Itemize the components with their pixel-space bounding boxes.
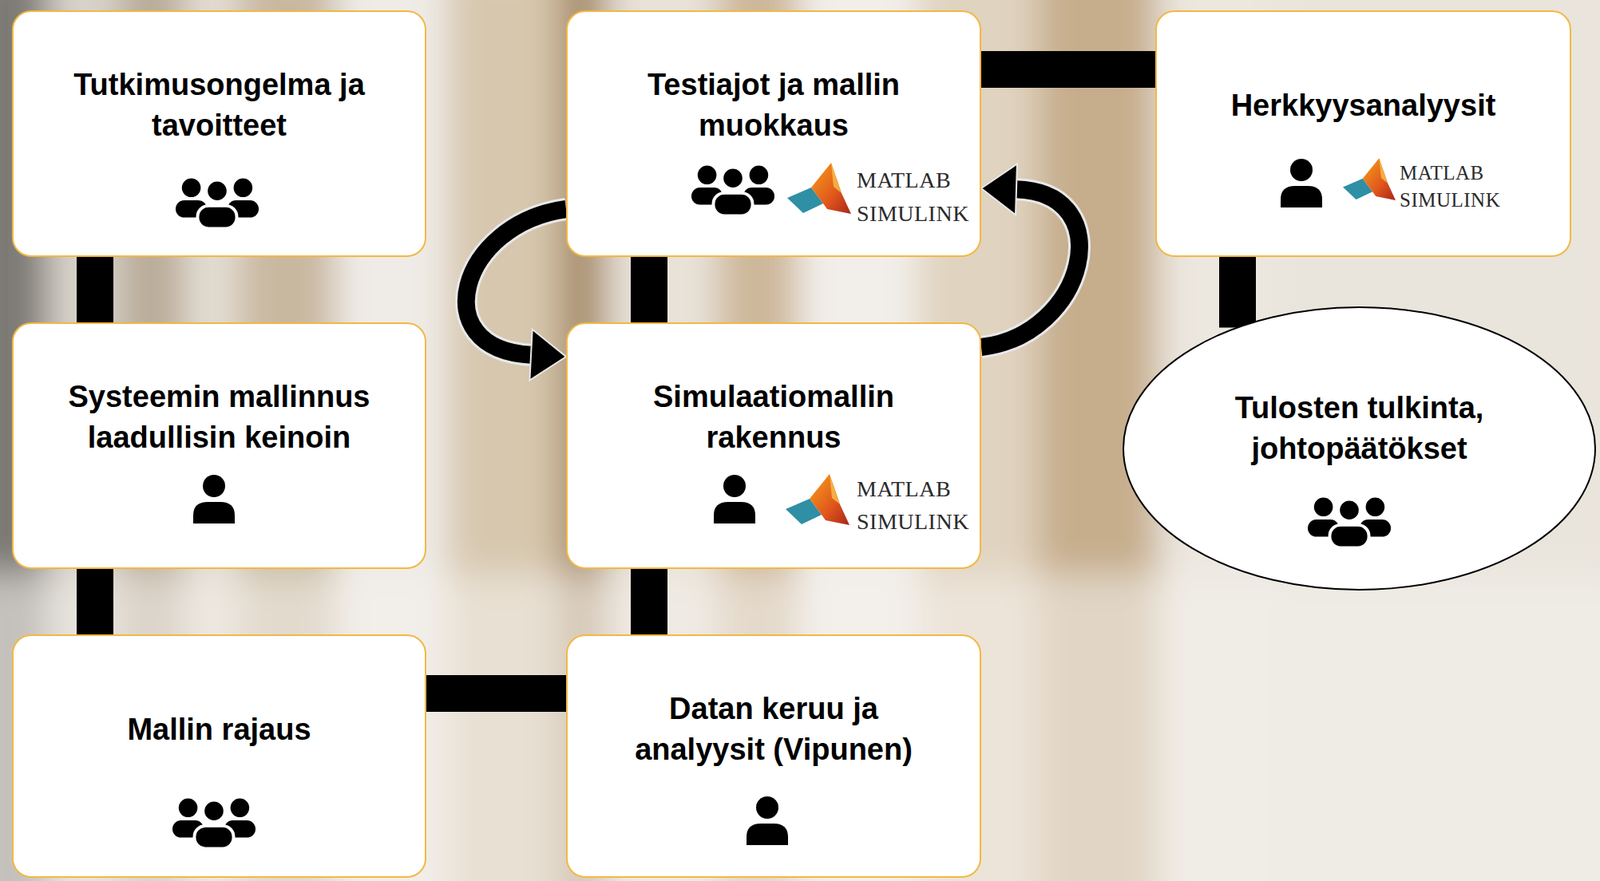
person-icon xyxy=(746,796,789,846)
process-box: Systeemin mallinnus laadullisin keinoin xyxy=(11,322,427,570)
logo-wordmark: MATLAB xyxy=(1399,161,1485,186)
connector-bar xyxy=(95,257,96,323)
connector-line xyxy=(426,675,567,713)
arrow-outline xyxy=(981,189,1080,348)
person-icon xyxy=(1280,158,1323,208)
floor-glow xyxy=(0,574,1600,881)
arrow-shaft xyxy=(466,209,567,356)
text-area: Datan keruu ja analyysit (Vipunen) xyxy=(567,636,980,824)
connector-line xyxy=(76,569,114,635)
connector-bar xyxy=(981,69,1156,71)
logo-wordmark: MATLAB xyxy=(856,475,951,503)
conclusion-ellipse: Tulosten tulkinta, johtopäätökset xyxy=(1121,305,1597,592)
connector-bar xyxy=(649,569,650,635)
connector-bar xyxy=(426,693,567,695)
logo-wordmark: SIMULINK xyxy=(856,508,970,536)
connector-bar xyxy=(649,257,650,323)
matlab-logo xyxy=(785,474,850,526)
process-box: Datan keruu ja analyysit (Vipunen) xyxy=(566,634,982,879)
logo-wordmark: SIMULINK xyxy=(1399,188,1501,213)
process-box: Testiajot ja mallin muokkausMATLAB SIMULI… xyxy=(566,10,982,258)
connector-line xyxy=(630,569,668,635)
arrow-head xyxy=(981,163,1018,215)
node-title: Systeemin mallinnus laadullisin keinoin xyxy=(35,376,404,459)
connector-line xyxy=(76,257,114,323)
connector-line xyxy=(630,257,668,323)
cycle-arrow xyxy=(981,163,1080,348)
process-box: Mallin rajaus xyxy=(11,634,427,879)
logo-wordmark: SIMULINK xyxy=(856,200,970,228)
connector-line xyxy=(981,51,1156,88)
connector-bar xyxy=(1237,257,1239,328)
node-title: Tulosten tulkinta, johtopäätökset xyxy=(1192,388,1528,470)
matlab-logo xyxy=(1342,158,1396,201)
process-box: Tutkimusongelma ja tavoitteet xyxy=(11,10,427,258)
node-title: Datan keruu ja analyysit (Vipunen) xyxy=(605,689,942,771)
node-title: Simulaatiomallin rakennus xyxy=(605,376,942,459)
group-icon xyxy=(175,178,259,230)
text-area: Herkkyysanalyysit xyxy=(1156,11,1570,199)
group-icon xyxy=(172,799,256,850)
person-icon xyxy=(713,475,756,524)
matlab-logo xyxy=(787,162,852,214)
connector-line xyxy=(1219,257,1256,328)
arrow-shaft xyxy=(981,189,1080,348)
logo-wordmark: MATLAB xyxy=(856,166,951,195)
text-area: Mallin rajaus xyxy=(13,636,425,824)
process-box: HerkkyysanalyysitMATLABSIMULINK xyxy=(1155,10,1572,258)
connector-bar xyxy=(95,569,96,635)
text-area: Tutkimusongelma ja tavoitteet xyxy=(13,11,425,199)
cycle-arrow xyxy=(466,209,567,381)
arrow-head xyxy=(529,329,567,381)
node-title: Herkkyysanalyysit xyxy=(1172,85,1556,127)
text-area: Systeemin mallinnus laadullisin keinoin xyxy=(13,324,425,511)
group-icon xyxy=(691,166,775,217)
process-box: Simulaatiomallin rakennusMATLAB SIMULINK xyxy=(566,322,982,570)
person-icon xyxy=(193,475,235,524)
node-title: Testiajot ja mallin muokkaus xyxy=(605,64,942,147)
text-area: Tulosten tulkinta, johtopäätökset xyxy=(1121,377,1597,480)
node-title: Mallin rajaus xyxy=(35,709,404,751)
group-icon xyxy=(1307,498,1391,549)
arrow-outline xyxy=(466,209,567,356)
ellipse-shape xyxy=(1123,307,1596,591)
node-title: Tutkimusongelma ja tavoitteet xyxy=(43,64,396,147)
